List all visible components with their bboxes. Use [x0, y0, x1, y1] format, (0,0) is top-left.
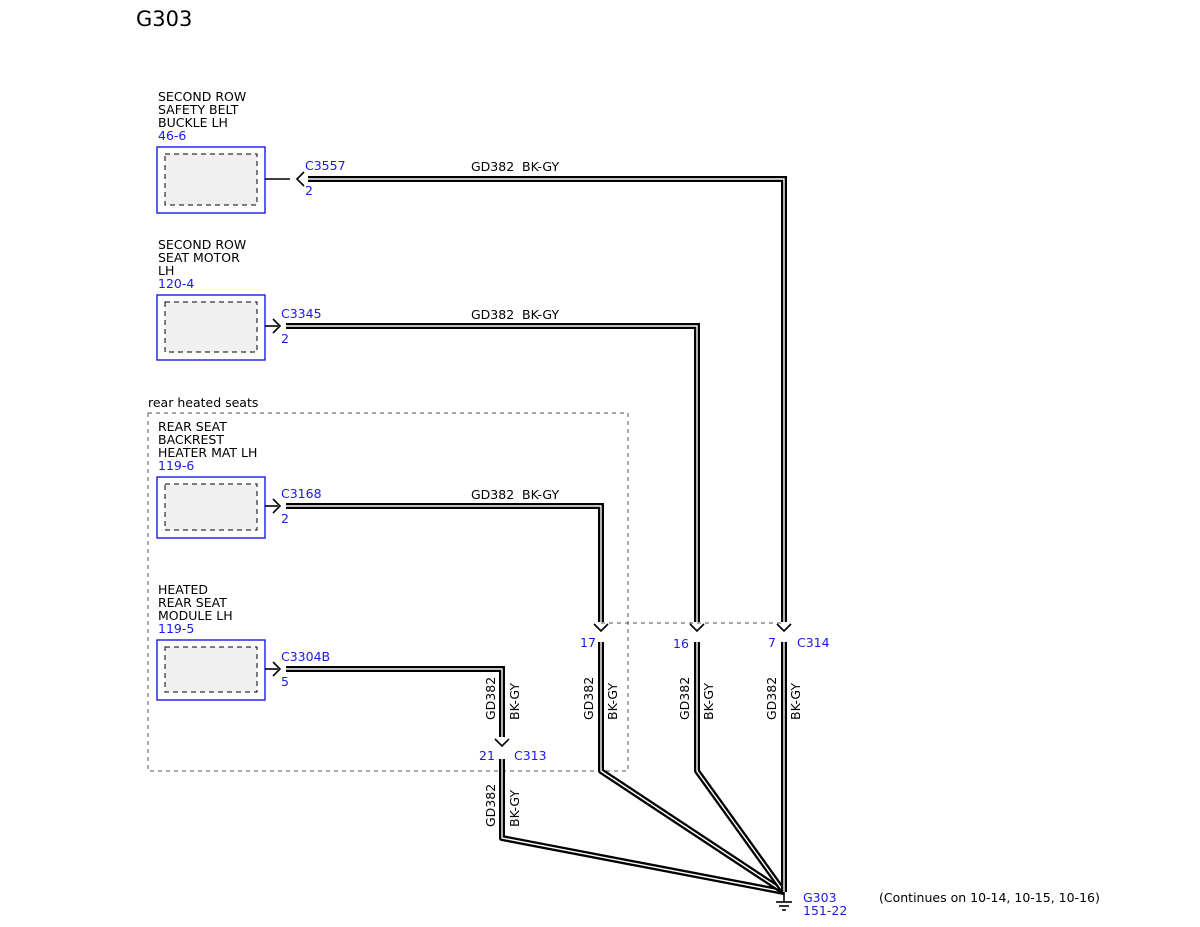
c314-connector-name: C314	[797, 635, 830, 650]
component-box-inner	[164, 153, 258, 206]
component-ref: 119-6	[158, 458, 194, 473]
wire-circuit-label: GD382	[483, 784, 498, 827]
connector-symbol	[272, 661, 282, 677]
wire-c3345-to-c314	[286, 323, 700, 622]
component-box-inner	[164, 483, 258, 531]
wire-circuit-label: GD382	[764, 677, 779, 720]
c314-pin-symbol	[593, 623, 609, 633]
wire-color-label: BK-GY	[522, 159, 559, 174]
wire-c3168-to-c314	[286, 503, 604, 622]
connector-name: C3557	[305, 158, 346, 173]
wire-c313-to-ground	[499, 759, 785, 895]
component-box-inner	[164, 301, 258, 353]
component-ref: 120-4	[158, 276, 194, 291]
component-label-line: HEATER MAT LH	[158, 445, 257, 460]
component-label-line: REAR SEAT	[158, 595, 227, 610]
ground-name: G303	[803, 890, 837, 905]
c314-pin-symbol	[776, 623, 792, 633]
wire-circuit-label: GD382	[471, 159, 514, 174]
connector-name: C3304B	[281, 649, 330, 664]
component-label-line: SAFETY BELT	[158, 102, 239, 117]
component-label-line: LH	[158, 263, 174, 278]
component-seat-motor-lh[interactable]: SECOND ROW SEAT MOTOR LH 120-4	[156, 237, 266, 361]
connector-pin: 2	[305, 183, 313, 198]
connector-symbol	[295, 171, 305, 187]
wire-c3304b-to-c313	[286, 666, 505, 737]
connector-name: C3168	[281, 486, 322, 501]
component-label-line: SECOND ROW	[158, 237, 246, 252]
wire-circuit-label: GD382	[581, 677, 596, 720]
component-ref: 46-6	[158, 128, 186, 143]
wire-c314-17-to-ground	[598, 642, 786, 895]
wire-color-label: BK-GY	[605, 683, 620, 720]
component-label-line: SEAT MOTOR	[158, 250, 240, 265]
page-title: G303	[136, 7, 192, 31]
wire-circuit-label: GD382	[677, 677, 692, 720]
c313-pin-label: 21	[479, 748, 495, 763]
c313-connector-name: C313	[514, 748, 547, 763]
component-heater-mat-lh[interactable]: REAR SEAT BACKREST HEATER MAT LH 119-6	[156, 419, 266, 539]
ground-ref[interactable]: 151-22	[803, 903, 847, 918]
component-label-line: HEATED	[158, 582, 208, 597]
connector-symbol	[272, 498, 282, 514]
connector-symbol	[272, 318, 282, 334]
component-label-line: BACKREST	[158, 432, 224, 447]
wire-color-label: BK-GY	[522, 307, 559, 322]
component-ref: 119-5	[158, 621, 194, 636]
connector-pin: 5	[281, 674, 289, 689]
component-safety-belt-buckle-lh[interactable]: SECOND ROW SAFETY BELT BUCKLE LH 46-6	[156, 89, 266, 214]
component-label-line: REAR SEAT	[158, 419, 227, 434]
c314-pin-label: 7	[768, 635, 776, 650]
component-label-line: MODULE LH	[158, 608, 233, 623]
component-label-line: SECOND ROW	[158, 89, 246, 104]
wire-color-label: BK-GY	[701, 683, 716, 720]
component-label-line: BUCKLE LH	[158, 115, 228, 130]
component-box-inner	[164, 646, 258, 693]
wire-color-label: BK-GY	[788, 683, 803, 720]
connector-pin: 2	[281, 331, 289, 346]
wire-c314-16-to-ground	[694, 642, 787, 894]
wire-circuit-label: GD382	[471, 487, 514, 502]
wire-color-label: BK-GY	[522, 487, 559, 502]
c314-pin-symbol	[689, 623, 705, 633]
c313-pin-symbol	[494, 738, 510, 748]
wire-color-label: BK-GY	[507, 790, 522, 827]
wire-circuit-label: GD382	[471, 307, 514, 322]
group-label: rear heated seats	[148, 395, 258, 410]
c314-pin-label: 17	[580, 635, 596, 650]
component-heated-seat-module-lh[interactable]: HEATED REAR SEAT MODULE LH 119-5	[156, 582, 266, 701]
connector-name: C3345	[281, 306, 322, 321]
wire-circuit-label: GD382	[483, 677, 498, 720]
continues-note: (Continues on 10-14, 10-15, 10-16)	[879, 890, 1100, 905]
connector-pin: 2	[281, 511, 289, 526]
c314-pin-label: 16	[673, 636, 689, 651]
ground-symbol-icon	[776, 892, 792, 911]
rear-heated-seats-group	[147, 412, 629, 772]
wire-c3557-to-c314	[308, 176, 787, 622]
wire-color-label: BK-GY	[507, 683, 522, 720]
